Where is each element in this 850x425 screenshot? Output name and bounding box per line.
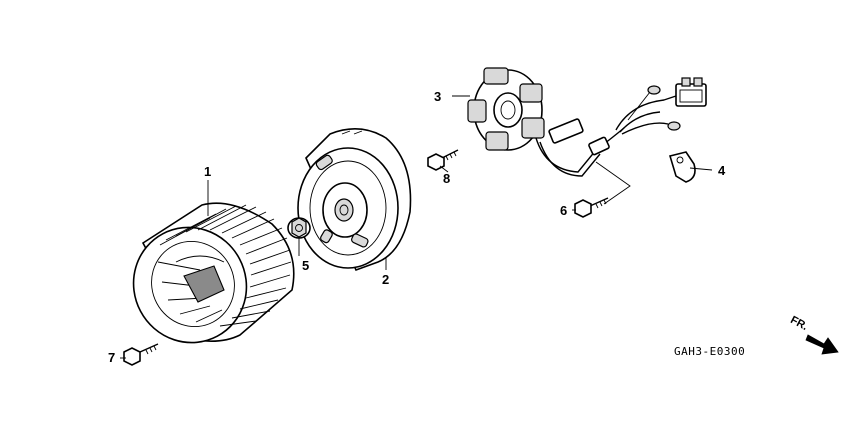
callout-2: 2 <box>382 272 389 287</box>
flywheel-windows <box>315 154 369 248</box>
fan-blades <box>157 204 292 327</box>
callout-6: 6 <box>560 203 567 218</box>
flange-nut <box>287 217 311 239</box>
wire-clamp <box>668 151 696 183</box>
callout-4: 4 <box>718 163 726 178</box>
cooling-fan <box>132 202 295 344</box>
bolt-7 <box>123 343 159 366</box>
callout-7: 7 <box>108 350 115 365</box>
flywheel <box>297 128 412 272</box>
callout-5: 5 <box>302 258 309 273</box>
callout-8: 8 <box>443 171 450 186</box>
stator-poles <box>467 67 545 151</box>
bolt-8 <box>427 149 459 171</box>
stator-assembly <box>467 67 707 205</box>
direction-label: FR. <box>788 314 809 333</box>
bolt-6 <box>574 197 609 218</box>
connector-coupler <box>675 77 707 107</box>
callout-1: 1 <box>204 164 211 179</box>
leader-lines <box>120 95 713 359</box>
diagram-code: GAH3-E0300 <box>674 345 745 358</box>
callout-3: 3 <box>434 89 441 104</box>
arrow-right-icon <box>805 334 839 355</box>
front-direction-indicator: FR. <box>788 314 839 355</box>
